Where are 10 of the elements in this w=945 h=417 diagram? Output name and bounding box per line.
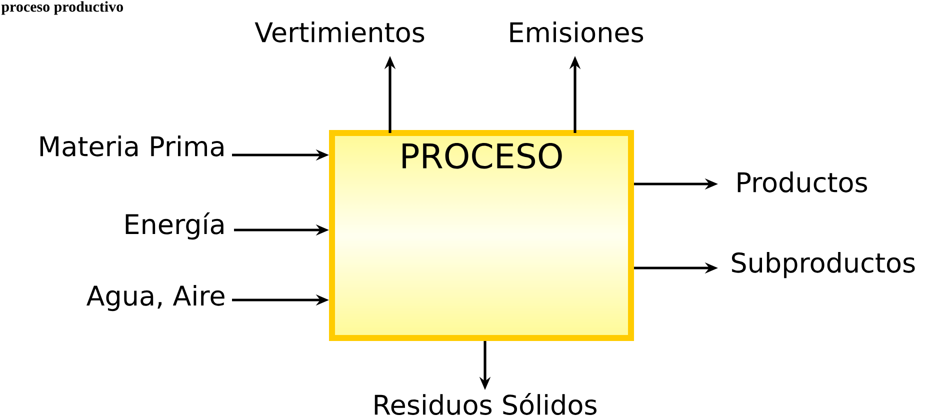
flow-label: Subproductos: [732, 252, 915, 278]
flow-label: Emisiones: [510, 22, 644, 42]
flow-label: Vertimientos: [254, 22, 424, 42]
flow-label: Residuos Sólidos: [374, 393, 596, 415]
flow-label: Agua, Aire: [86, 284, 224, 312]
process-box: PROCESO: [329, 130, 634, 341]
flow-label: Productos: [738, 172, 868, 192]
flow-label: Energía: [126, 212, 224, 240]
title: proceso productivo: [1, 1, 123, 15]
flow-label: Materia Prima: [40, 136, 224, 156]
